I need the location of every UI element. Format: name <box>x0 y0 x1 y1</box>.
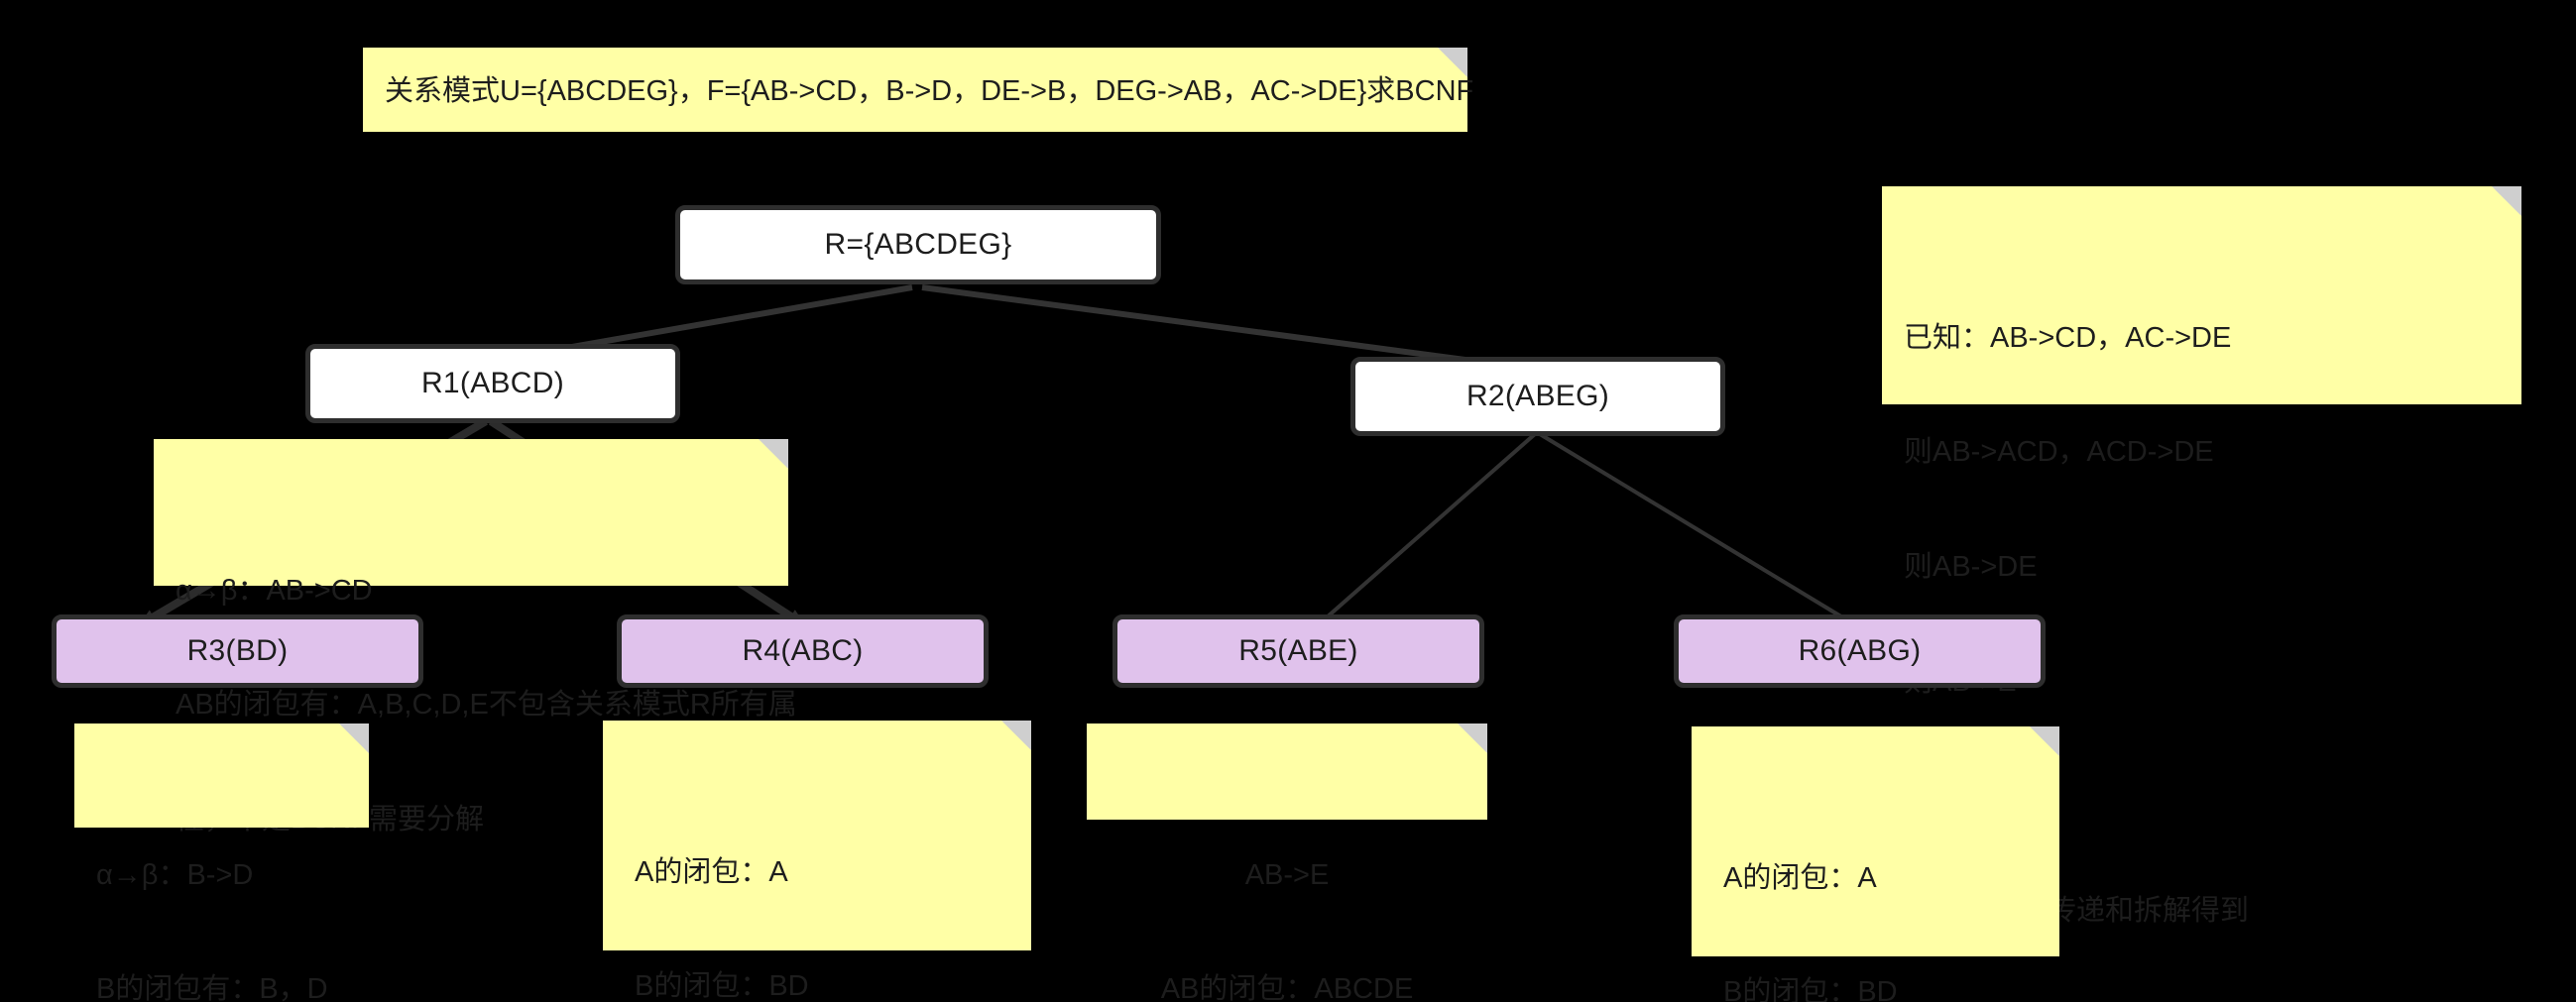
node-r2-label: R2(ABEG) <box>1465 380 1610 412</box>
node-r3[interactable]: R3(BD) <box>52 614 423 688</box>
note-fold-icon <box>2492 186 2521 216</box>
note-line: 则AB->ACD，ACD->DE <box>1904 436 2214 469</box>
node-r3-label: R3(BD) <box>186 634 289 667</box>
note-fold-icon <box>1458 724 1487 753</box>
node-root[interactable]: R={ABCDEG} <box>675 205 1161 284</box>
note-fold-icon <box>1001 721 1031 750</box>
note-r5-closure: AB->E AB的闭包：ABCDE <box>1087 724 1487 1002</box>
note-line: 已知：AB->CD，AC->DE <box>1904 321 2232 354</box>
node-r6-label: R6(ABG) <box>1798 634 1922 667</box>
note-right-derivation: 已知：AB->CD，AC->DE 则AB->ACD，ACD->DE 则AB->D… <box>1882 186 2521 927</box>
node-root-label: R={ABCDEG} <box>824 228 1012 261</box>
note-r6-closure: A的闭包：A B的闭包：BD G的闭包：G AB的闭包：ABCDE AG的闭包：… <box>1692 726 2059 1002</box>
note-line: AB的闭包有：A,B,C,D,E不包含关系模式R所有属 <box>176 689 797 722</box>
node-r6[interactable]: R6(ABG) <box>1674 614 2046 688</box>
node-r5-label: R5(ABE) <box>1238 634 1358 667</box>
node-r2[interactable]: R2(ABEG) <box>1350 357 1725 436</box>
note-fold-icon <box>2030 726 2059 756</box>
edge-root-to-r2 <box>921 284 1520 373</box>
note-fold-icon <box>339 724 369 753</box>
note-fold-icon <box>759 439 788 469</box>
node-r1[interactable]: R1(ABCD) <box>305 344 680 423</box>
note-r1-explanation: α→β：AB->CD AB的闭包有：A,B,C,D,E不包含关系模式R所有属 性… <box>154 439 797 835</box>
note-line: A的闭包：A <box>635 855 788 888</box>
note-problem-statement: 关系模式U={ABCDEG}，F={AB->CD，B->D，DE->B，DEG-… <box>363 48 1473 132</box>
edge-r2-to-r6 <box>1538 432 1856 626</box>
node-r5[interactable]: R5(ABE) <box>1112 614 1484 688</box>
note-line: B的闭包：BD <box>1723 976 1898 1002</box>
note-line: 则AB->DE <box>1904 551 2038 584</box>
note-line: B的闭包有：B，D <box>96 973 328 1002</box>
note-line: AB的闭包：ABCDE <box>1160 973 1414 1002</box>
note-line: AB->E <box>1244 858 1330 891</box>
note-line: α→β：AB->CD <box>176 574 373 607</box>
note-line: B的闭包：BD <box>635 970 809 1002</box>
note-line: A的闭包：A <box>1723 861 1877 894</box>
note-line: α→β：B->D <box>96 858 254 891</box>
note-fold-icon <box>1438 48 1467 77</box>
node-r4[interactable]: R4(ABC) <box>617 614 989 688</box>
edge-r2-to-r5 <box>1317 432 1537 626</box>
note-r3-closure: α→β：B->D B的闭包有：B，D <box>74 724 369 1002</box>
node-r1-label: R1(ABCD) <box>420 367 565 399</box>
note-problem-statement-text: 关系模式U={ABCDEG}，F={AB->CD，B->D，DE->B，DEG-… <box>385 75 1474 108</box>
note-r4-closure: A的闭包：A B的闭包：BD C的闭包：C AB的闭包：ABCDE AC的闭包：… <box>603 721 1031 1002</box>
node-r4-label: R4(ABC) <box>742 634 864 667</box>
